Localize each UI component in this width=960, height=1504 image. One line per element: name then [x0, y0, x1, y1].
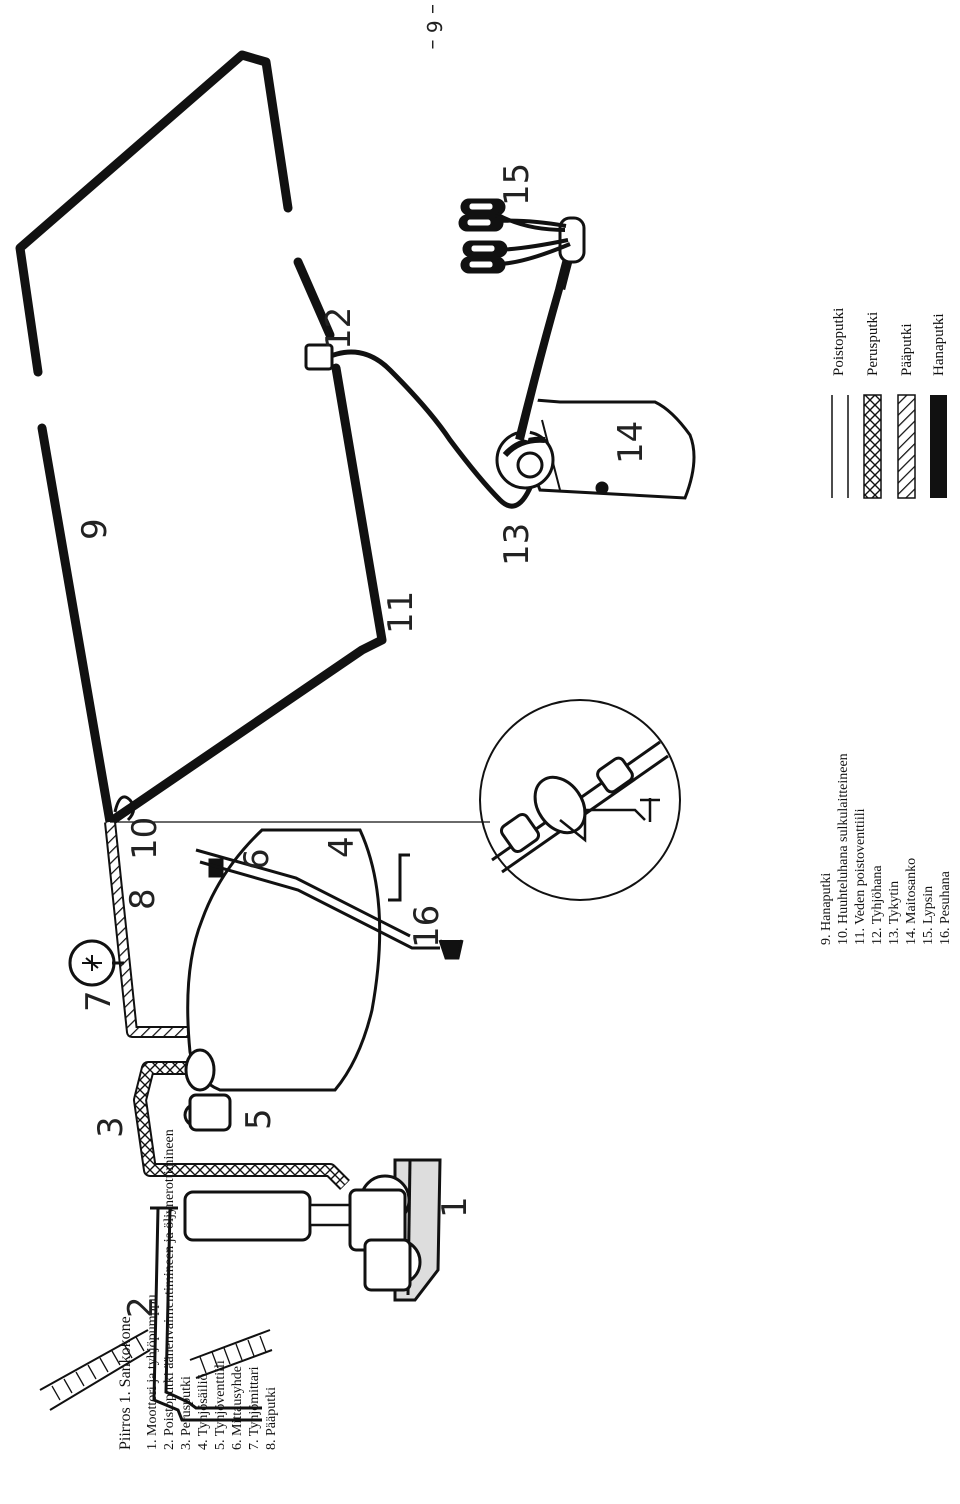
paaputki: [104, 821, 190, 1038]
legend-item: 15. Lypsin: [921, 885, 936, 945]
legend-item: 3. Perusputki: [179, 1376, 194, 1450]
part-number-2: 2: [121, 1296, 161, 1318]
part-number-10: 10: [125, 816, 165, 860]
legend-swatches: [831, 394, 947, 499]
part-number-9: 9: [75, 518, 115, 540]
milking-bucket: [495, 398, 696, 500]
part-number-13: 13: [497, 522, 537, 566]
pipe-type-label: Poistoputki: [831, 307, 847, 376]
legend-item: 11. Veden poistoventtiili: [853, 808, 868, 946]
tyhjohana-valve: [304, 343, 334, 371]
motor-and-pump: [348, 1158, 442, 1302]
vacuum-valve: [183, 1093, 232, 1132]
part-number-15: 15: [497, 162, 537, 206]
pipe-type-label: Hanaputki: [931, 313, 947, 376]
part-number-4: 4: [322, 836, 362, 858]
part-number-16: 16: [407, 904, 447, 948]
legend-item: 6. Mittausyhde: [230, 1366, 245, 1450]
part-number-11: 11: [381, 590, 421, 634]
legend-item: 7. Tyhjömittari: [247, 1366, 262, 1450]
hanaputki-loop: [15, 50, 387, 827]
legend-item: 13. Tykytin: [887, 880, 902, 945]
poistoputki: [150, 1206, 262, 1422]
pesuhana-line: [195, 848, 464, 960]
muffler: [183, 1190, 312, 1242]
swatch-paaputki: [897, 394, 916, 499]
pipe-type-label: Perusputki: [865, 311, 881, 376]
legend-item: 8. Pääputki: [264, 1387, 279, 1450]
pipe-type-label: Pääputki: [899, 323, 915, 377]
detail-circle: [479, 699, 681, 901]
huuhteluhana-connector: [110, 795, 490, 823]
part-number-5: 5: [239, 1108, 279, 1130]
swatch-poistoputki: [831, 395, 849, 498]
wall-hatching: [39, 1329, 273, 1411]
tyhjohana-hose: [319, 349, 538, 509]
part-number-6: 6: [237, 848, 277, 870]
perusputki: [133, 1061, 350, 1190]
legend-item: 2. Poistoputki äänenvaimentimineen ja öl…: [162, 1129, 177, 1450]
swatch-perusputki: [863, 394, 882, 499]
vacuum-tank: [184, 828, 410, 1128]
part-number-8: 8: [123, 888, 163, 910]
legend-item: 9. Hanaputki: [819, 872, 834, 945]
figure-caption: Piirros 1. Sankokone: [117, 1316, 134, 1450]
legend-item: 16. Pesuhana: [938, 871, 953, 945]
part-number-3: 3: [91, 1116, 131, 1138]
muffler-coupling: [308, 1203, 352, 1227]
part-number-1: 1: [435, 1196, 475, 1218]
part-number-14: 14: [611, 420, 651, 464]
legend-item: 10. Huuhteluhana sulkulaitteineen: [836, 753, 851, 945]
legend-item: 4. Tyhjösäiliö: [196, 1373, 211, 1450]
part-number-12: 12: [319, 306, 359, 350]
swatch-hanaputki: [930, 395, 947, 498]
part-number-7: 7: [79, 990, 119, 1012]
legend-item: 5. Tyhjöventtiili: [213, 1360, 228, 1450]
legend-item: 14. Maitosanko: [904, 857, 919, 945]
page-number: – 6 –: [422, 4, 446, 50]
vacuum-gauge: [68, 939, 124, 987]
milker-cluster: [458, 198, 586, 442]
legend-item: 12. Tyhjöhana: [870, 865, 885, 945]
